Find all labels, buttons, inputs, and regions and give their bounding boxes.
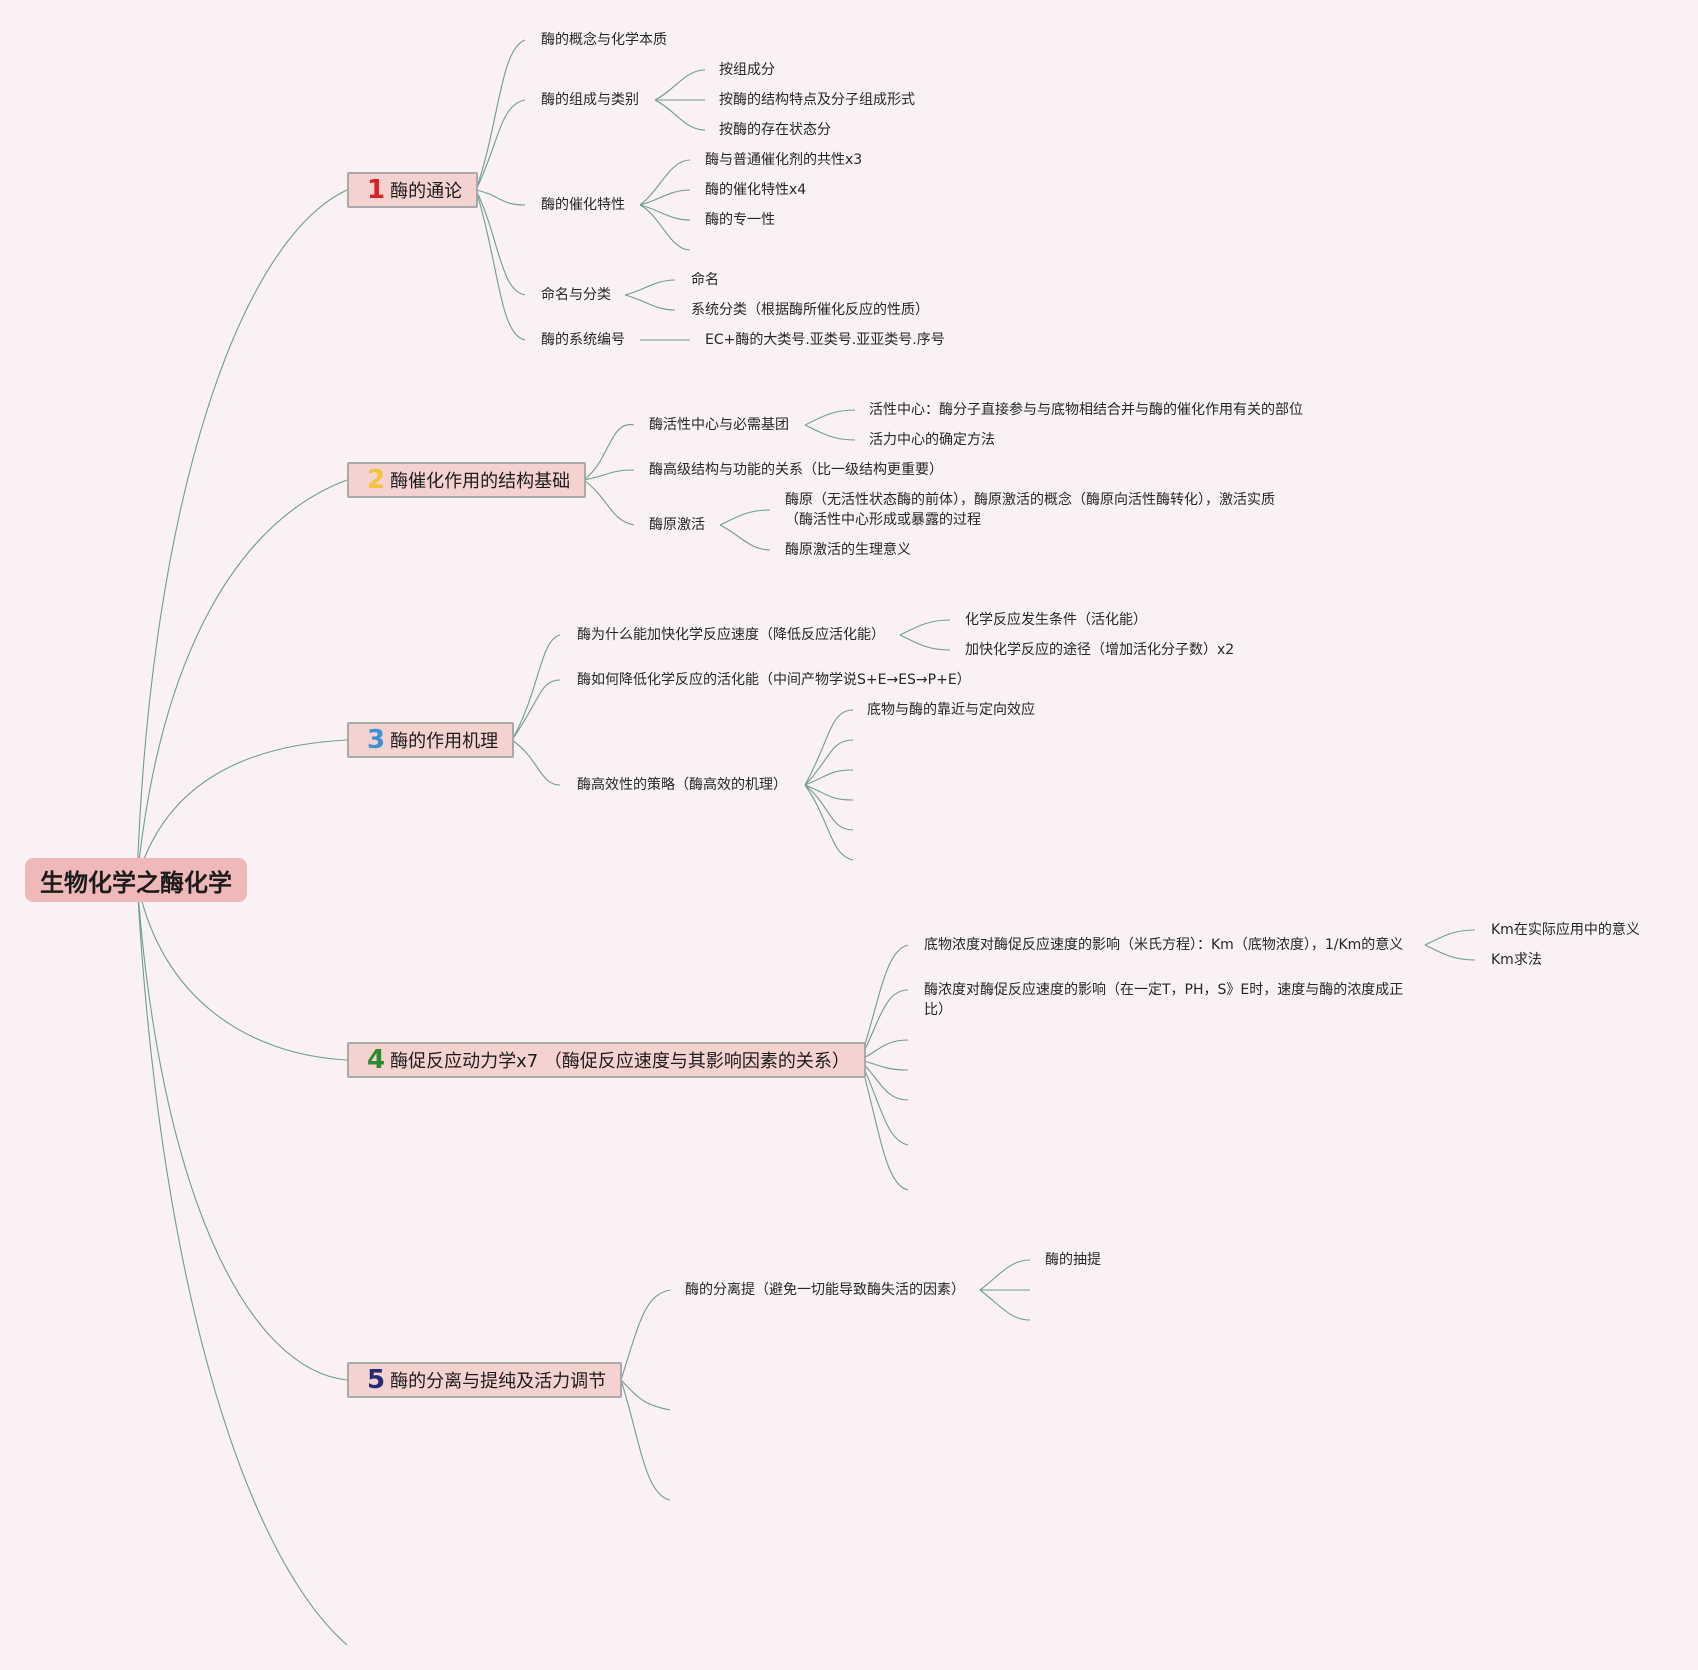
leaf-topic[interactable]: 按酶的结构特点及分子组成形式 xyxy=(719,92,915,108)
topic-number: 4 xyxy=(367,1045,386,1075)
root-title: 生物化学之酶化学 xyxy=(40,868,232,897)
topic-number: 3 xyxy=(367,725,386,755)
leaf-topic[interactable]: 酶的专一性 xyxy=(705,212,775,228)
topic-label: 酶的通论 xyxy=(390,181,463,202)
leaf-topic[interactable]: 酶与普通催化剂的共性x3 xyxy=(705,152,863,168)
subtopic[interactable]: 酶如何降低化学反应的活化能（中间产物学说S+E→ES→P+E） xyxy=(577,672,971,688)
topic-1[interactable]: 1 酶的通论 xyxy=(347,172,479,208)
subtopic[interactable]: 酶高级结构与功能的关系（比一级结构更重要） xyxy=(649,462,943,478)
leaf-topic[interactable]: 按酶的存在状态分 xyxy=(719,122,831,138)
leaf-topic[interactable]: 系统分类（根据酶所催化反应的性质） xyxy=(691,302,929,318)
leaf-topic[interactable]: Km求法 xyxy=(1491,952,1542,968)
topic-5[interactable]: 5 酶的分离与提纯及活力调节 xyxy=(347,1362,623,1398)
subtopic[interactable]: 酶的组成与类别 xyxy=(541,92,639,108)
leaf-topic[interactable]: 底物与酶的靠近与定向效应 xyxy=(867,702,1035,718)
topic-number: 5 xyxy=(367,1365,386,1395)
leaf-topic[interactable]: 酶原激活的生理意义 xyxy=(785,542,911,558)
leaf-topic[interactable]: 按组成分 xyxy=(719,62,775,78)
subtopic[interactable]: 酶高效性的策略（酶高效的机理） xyxy=(577,777,787,793)
topic-4[interactable]: 4 酶促反应动力学x7 （酶促反应速度与其影响因素的关系） xyxy=(347,1042,866,1078)
subtopic[interactable]: 酶活性中心与必需基团 xyxy=(649,417,789,433)
subtopic[interactable]: 酶浓度对酶促反应速度的影响（在一定T，PH，S》E时，速度与酶的浓度成正比） xyxy=(924,982,1404,1018)
topic-label: 酶催化作用的结构基础 xyxy=(390,471,571,492)
topic-label: 酶促反应动力学x7 （酶促反应速度与其影响因素的关系） xyxy=(390,1051,850,1072)
leaf-topic[interactable]: 酶的抽提 xyxy=(1045,1252,1101,1268)
topic-number: 2 xyxy=(367,465,386,495)
topic-label: 酶的分离与提纯及活力调节 xyxy=(390,1371,607,1392)
topic-number: 1 xyxy=(367,175,386,205)
subtopic[interactable]: 命名与分类 xyxy=(541,287,611,303)
subtopic[interactable]: 酶的系统编号 xyxy=(541,332,625,348)
topic-label: 酶的作用机理 xyxy=(390,731,499,752)
leaf-topic[interactable]: 酶原（无活性状态酶的前体），酶原激活的概念（酶原向活性酶转化），激活实质（酶活性… xyxy=(785,492,1275,528)
subtopic[interactable]: 酶的概念与化学本质 xyxy=(541,32,667,48)
leaf-topic[interactable]: Km在实际应用中的意义 xyxy=(1491,922,1640,938)
subtopic[interactable]: 底物浓度对酶促反应速度的影响（米氏方程）：Km（底物浓度），1/Km的意义 xyxy=(924,937,1404,953)
leaf-topic[interactable]: 加快化学反应的途径（增加活化分子数）x2 xyxy=(965,642,1235,658)
subtopic[interactable]: 酶为什么能加快化学反应速度（降低反应活化能） xyxy=(577,627,885,643)
leaf-topic[interactable]: 活性中心：酶分子直接参与与底物相结合并与酶的催化作用有关的部位 xyxy=(869,402,1303,418)
subtopic[interactable]: 酶的分离提（避免一切能导致酶失活的因素） xyxy=(685,1282,965,1298)
leaf-topic[interactable]: 命名 xyxy=(691,272,719,288)
leaf-topic[interactable]: EC+酶的大类号.亚类号.亚亚类号.序号 xyxy=(705,332,945,348)
topic-2[interactable]: 2 酶催化作用的结构基础 xyxy=(347,462,587,498)
leaf-topic[interactable]: 酶的催化特性x4 xyxy=(705,182,807,198)
topic-3[interactable]: 3 酶的作用机理 xyxy=(347,722,515,758)
subtopic[interactable]: 酶原激活 xyxy=(649,517,705,533)
leaf-topic[interactable]: 化学反应发生条件（活化能） xyxy=(965,612,1147,628)
subtopic[interactable]: 酶的催化特性 xyxy=(541,197,625,213)
leaf-topic[interactable]: 活力中心的确定方法 xyxy=(869,432,995,448)
root-topic[interactable]: 生物化学之酶化学 xyxy=(25,858,247,902)
